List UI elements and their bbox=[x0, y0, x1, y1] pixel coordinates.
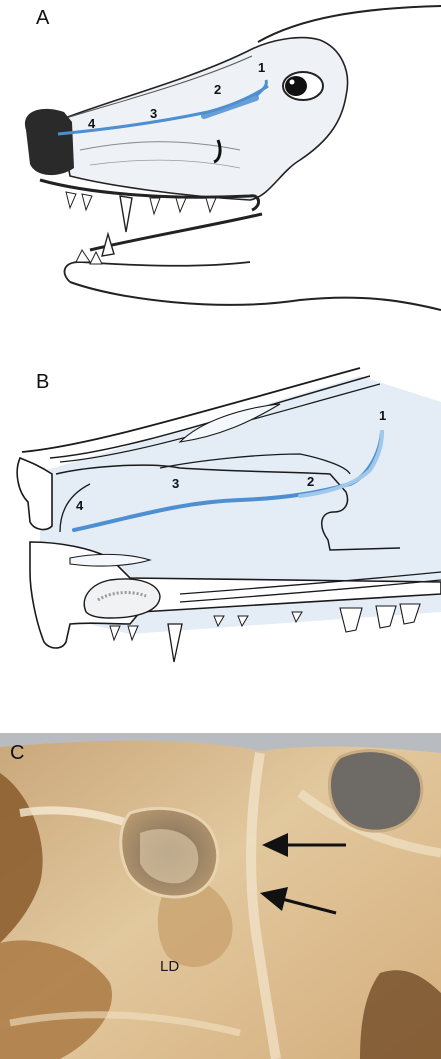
label-4: 4 bbox=[76, 498, 84, 513]
rostral-snout bbox=[17, 458, 52, 529]
skull-schematic: B 1 2 3 4 bbox=[0, 362, 441, 692]
neck-top-line bbox=[258, 6, 441, 42]
neck-bottom-line bbox=[70, 282, 441, 310]
lower-incisor-teeth bbox=[76, 250, 102, 264]
eye bbox=[285, 76, 307, 96]
eye-highlight bbox=[290, 80, 295, 85]
molar-teeth bbox=[340, 604, 420, 632]
label-3: 3 bbox=[172, 476, 179, 491]
label-ld: LD bbox=[160, 958, 179, 975]
lower-jaw-outline bbox=[65, 262, 250, 282]
panel-a-dog-head-drawing: A 1 2 3 4 bbox=[0, 0, 441, 330]
nose bbox=[25, 109, 74, 175]
panel-a-letter: A bbox=[36, 7, 50, 29]
dog-head-illustration: A 1 2 3 4 bbox=[0, 0, 441, 330]
label-1: 1 bbox=[379, 408, 386, 423]
label-1: 1 bbox=[258, 60, 265, 75]
label-2: 2 bbox=[214, 82, 221, 97]
orbit-cavity bbox=[329, 751, 421, 832]
panel-c-dissection-photo: C LD bbox=[0, 733, 441, 1059]
canine-tooth bbox=[168, 624, 182, 662]
panel-b-skull-schematic: B 1 2 3 4 bbox=[0, 362, 441, 692]
label-3: 3 bbox=[150, 106, 157, 121]
label-4: 4 bbox=[88, 116, 96, 131]
label-2: 2 bbox=[307, 474, 314, 489]
upper-canine-tooth bbox=[120, 196, 132, 232]
dissection-photo: C LD bbox=[0, 733, 441, 1059]
panel-c-letter: C bbox=[10, 742, 24, 764]
lower-lip bbox=[90, 214, 262, 250]
panel-b-letter: B bbox=[36, 371, 49, 393]
